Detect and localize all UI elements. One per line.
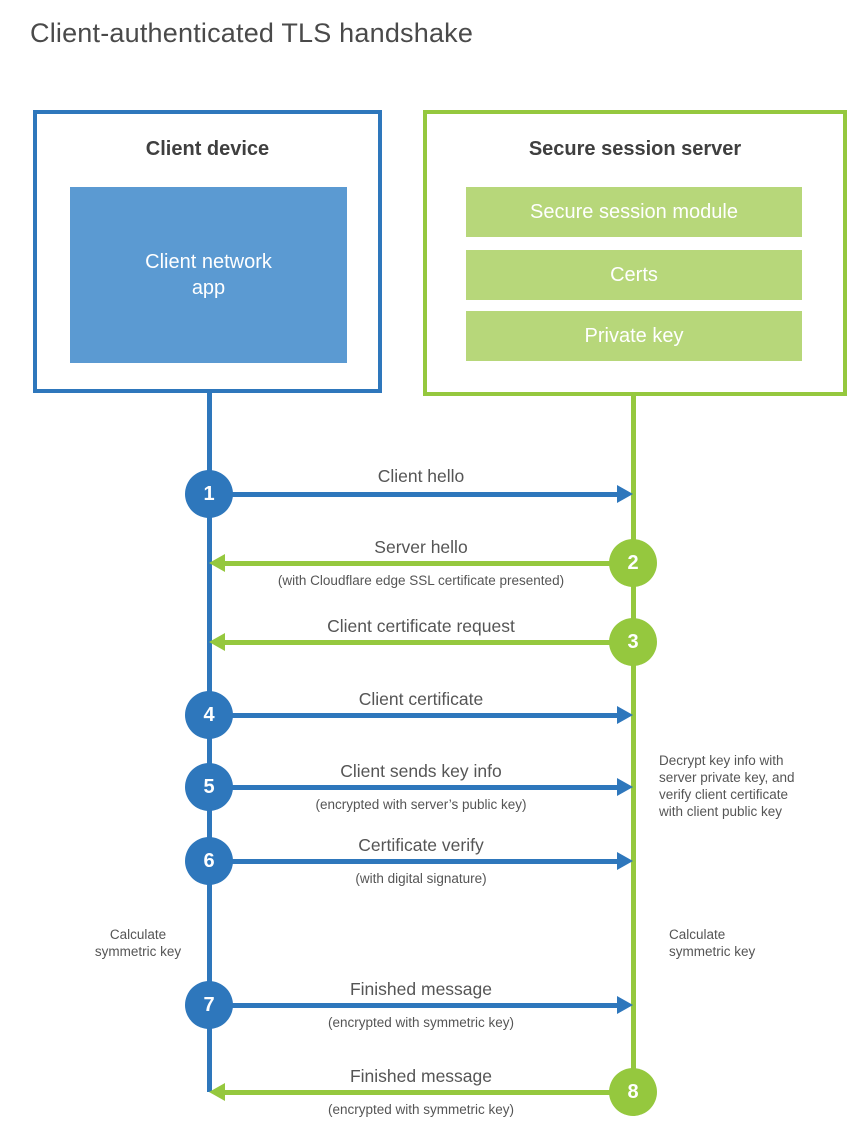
step-5-label: Client sends key info bbox=[340, 761, 502, 781]
step-8-sublabel: (encrypted with symmetric key) bbox=[327, 1102, 515, 1117]
step-4-arrowhead-icon bbox=[617, 706, 633, 724]
step-7-sublabel: (encrypted with symmetric key) bbox=[327, 1015, 515, 1030]
step-6-arrowhead-icon bbox=[617, 852, 633, 870]
step-8-arrowhead-icon bbox=[209, 1083, 225, 1101]
step-2-sublabel: (with Cloudflare edge SSL certificate pr… bbox=[277, 573, 565, 588]
step-4-badge: 4 bbox=[185, 691, 233, 739]
step-5-arrow-line bbox=[209, 785, 619, 790]
step-6-label: Certificate verify bbox=[358, 835, 484, 855]
step-7-badge: 7 bbox=[185, 981, 233, 1029]
step-7-label: Finished message bbox=[349, 979, 493, 999]
step-6-arrow-line bbox=[209, 859, 619, 864]
step-3-arrowhead-icon bbox=[209, 633, 225, 651]
server-module-private-key: Private key bbox=[466, 311, 802, 361]
step-3-label: Client certificate request bbox=[327, 616, 515, 636]
step-8-arrow-line bbox=[224, 1090, 633, 1095]
server-module-secure-session: Secure session module bbox=[466, 187, 802, 237]
secure-session-server-box: Secure session server Secure session mod… bbox=[423, 110, 847, 396]
page-title: Client-authenticated TLS handshake bbox=[30, 18, 474, 48]
step-2-label: Server hello bbox=[374, 537, 468, 557]
step-5-badge: 5 bbox=[185, 763, 233, 811]
client-network-app-box: Client network app bbox=[70, 187, 347, 363]
step-6-sublabel: (with digital signature) bbox=[355, 871, 487, 886]
server-module-certs: Certs bbox=[466, 250, 802, 300]
step-5-sublabel: (encrypted with server’s public key) bbox=[315, 797, 527, 812]
server-decrypt-note: Decrypt key info with server private key… bbox=[659, 753, 795, 819]
step-1-arrowhead-icon bbox=[617, 485, 633, 503]
client-device-box: Client device Client network app bbox=[33, 110, 382, 393]
step-8-label: Finished message bbox=[349, 1066, 493, 1086]
step-3-badge: 3 bbox=[609, 618, 657, 666]
step-5-arrowhead-icon bbox=[617, 778, 633, 796]
step-1-badge: 1 bbox=[185, 470, 233, 518]
server-calculate-key-note: Calculate symmetric key bbox=[669, 927, 756, 959]
client-calculate-key-note: Calculate symmetric key bbox=[94, 927, 182, 959]
step-3-arrow-line bbox=[224, 640, 633, 645]
client-device-title: Client device bbox=[145, 138, 270, 160]
step-7-arrow-line bbox=[209, 1003, 619, 1008]
step-7-arrowhead-icon bbox=[617, 996, 633, 1014]
step-2-badge: 2 bbox=[609, 539, 657, 587]
server-lifeline bbox=[631, 394, 636, 1094]
step-4-label: Client certificate bbox=[358, 689, 484, 709]
client-lifeline bbox=[207, 391, 212, 1092]
step-1-label: Client hello bbox=[377, 466, 465, 486]
step-8-badge: 8 bbox=[609, 1068, 657, 1116]
step-6-badge: 6 bbox=[185, 837, 233, 885]
step-2-arrowhead-icon bbox=[209, 554, 225, 572]
step-4-arrow-line bbox=[209, 713, 619, 718]
step-2-arrow-line bbox=[224, 561, 633, 566]
secure-session-server-title: Secure session server bbox=[528, 138, 742, 160]
step-1-arrow-line bbox=[209, 492, 619, 497]
